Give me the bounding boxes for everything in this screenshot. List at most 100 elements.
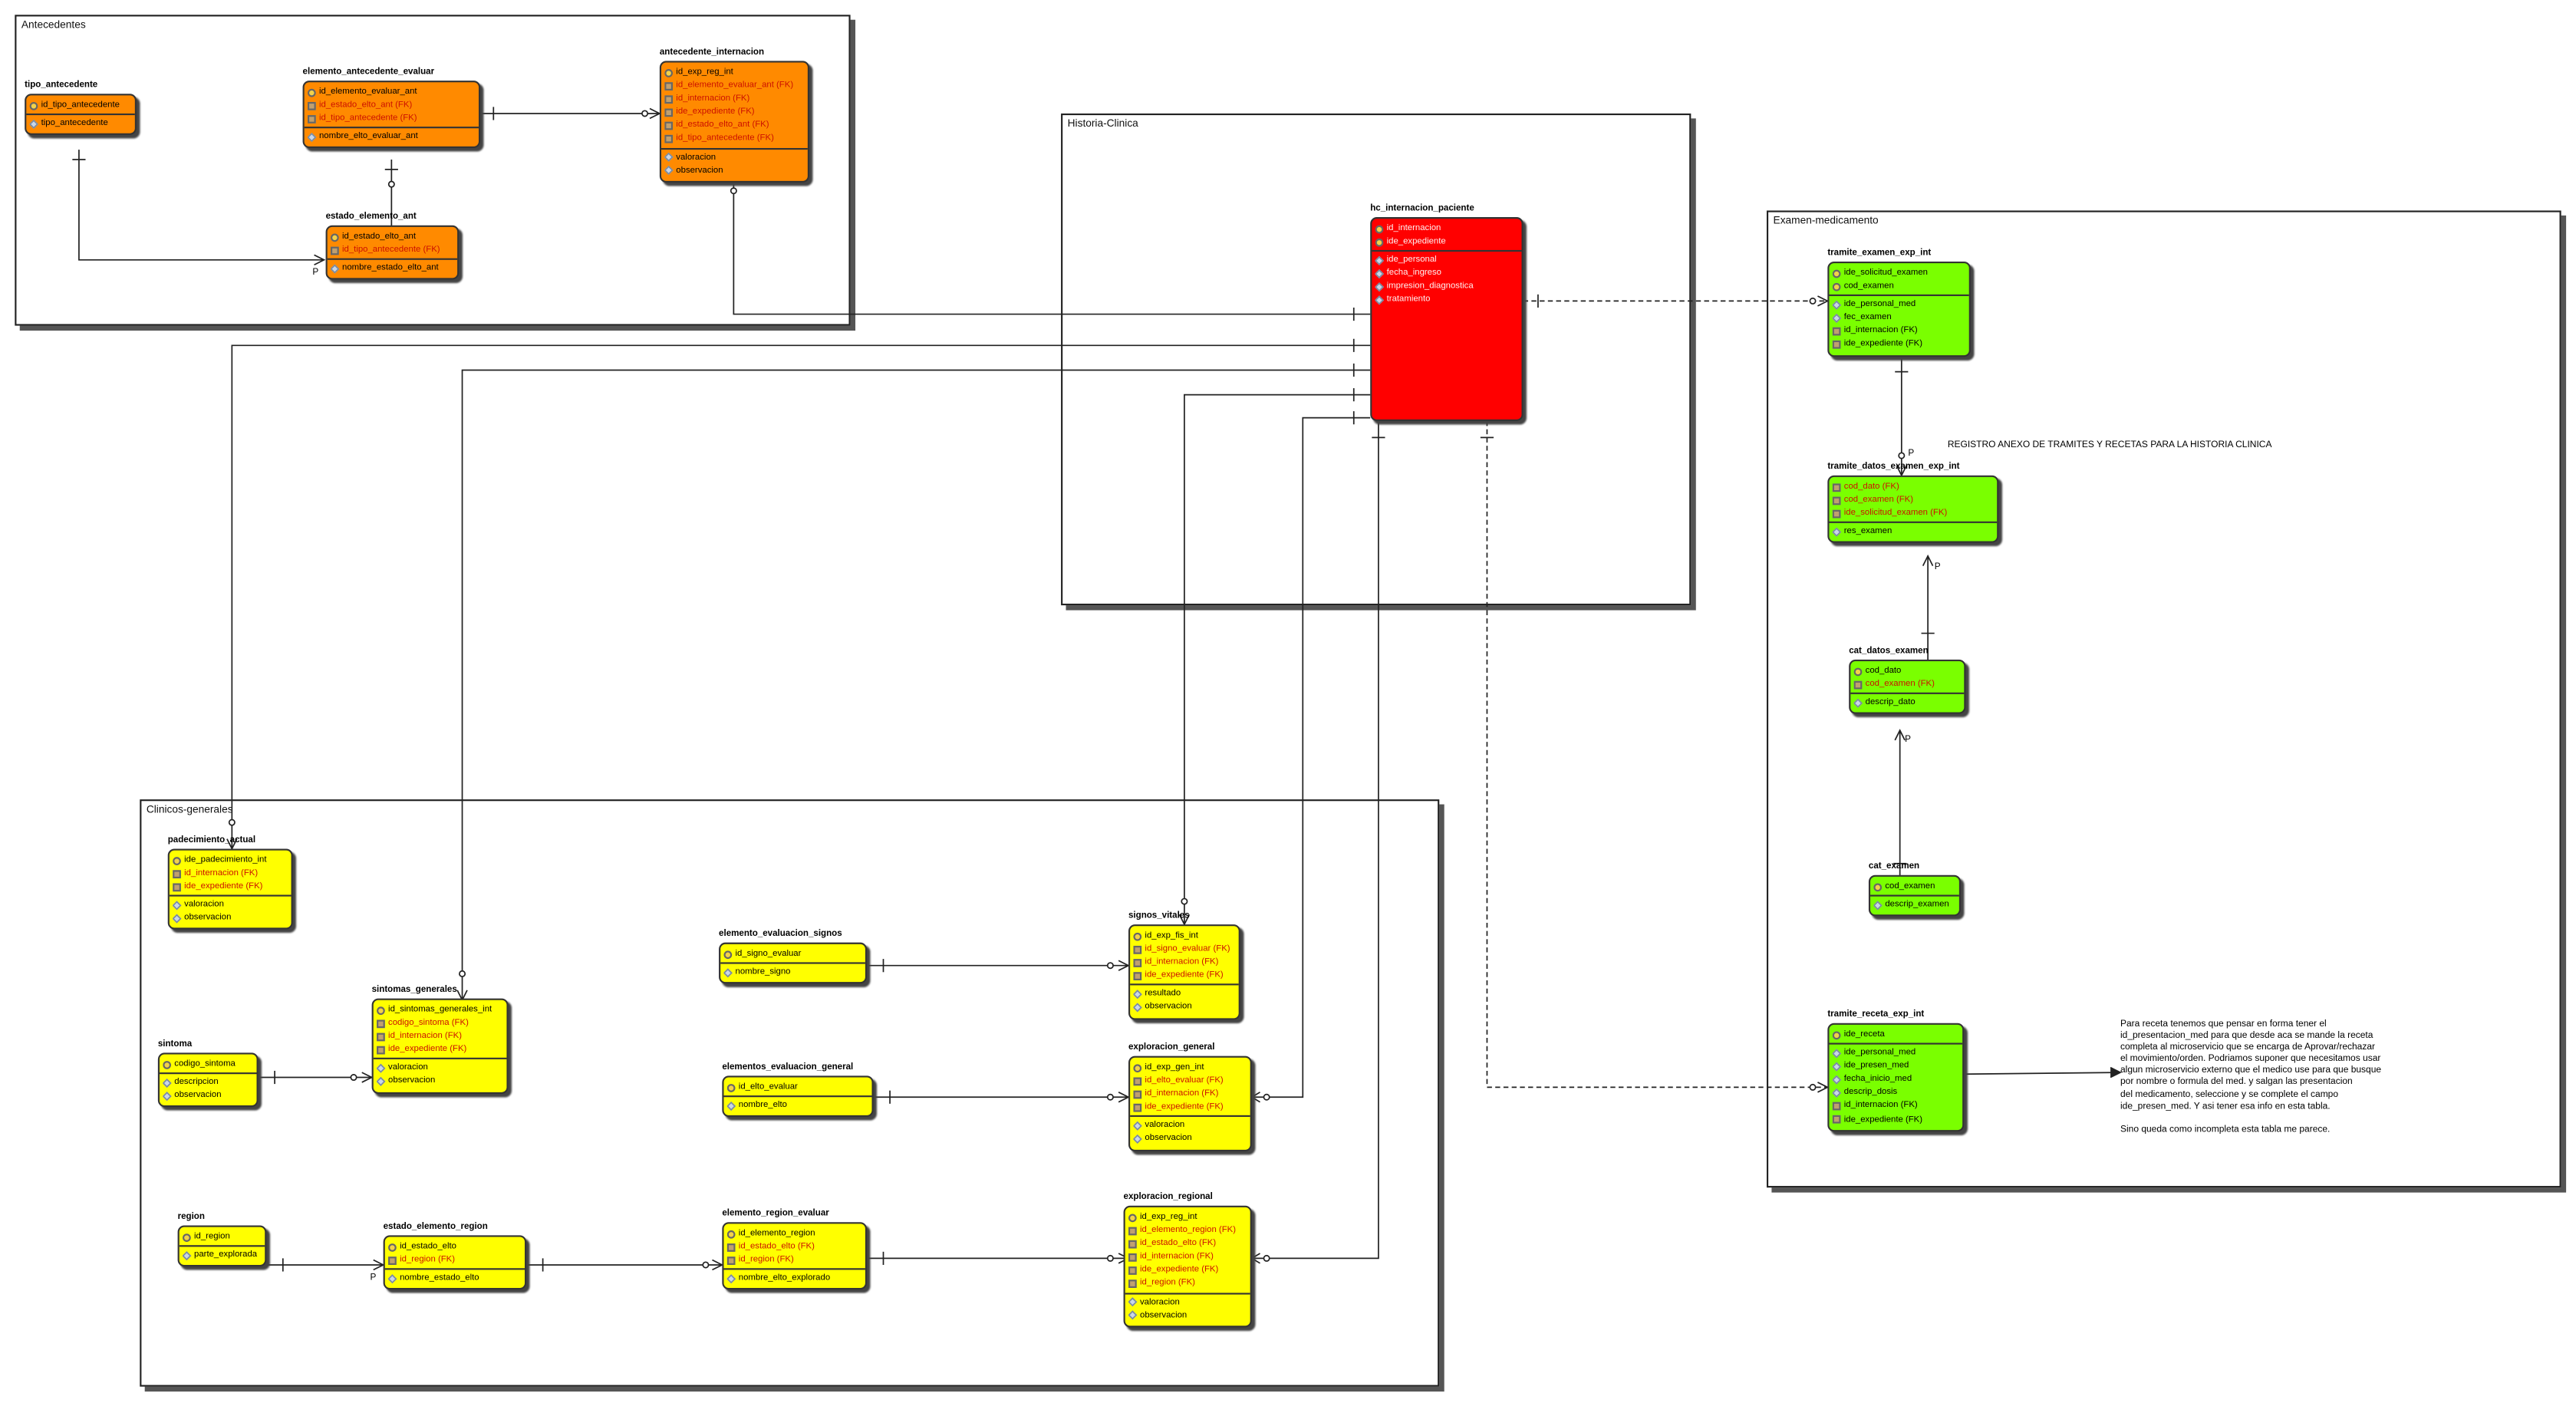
key-icon	[1873, 882, 1883, 891]
entity-attribute: tratamiento	[1375, 294, 1519, 307]
entity-attribute: descrip_dosis	[1832, 1086, 1959, 1099]
attribute-section: tipo_antecedente	[26, 114, 135, 132]
entity-attribute: id_internacion (FK)	[664, 92, 804, 105]
key-icon	[163, 1060, 172, 1069]
note-line: ide_presen_med. Y asi tener esa info en …	[2120, 1101, 2331, 1112]
entity-box: id_sintomas_generales_int codigo_sintoma …	[371, 998, 509, 1094]
attribute-label: impresion_diagnostica	[1386, 282, 1474, 292]
attribute-label: tipo_antecedente	[41, 118, 108, 129]
column-icon	[377, 1063, 386, 1073]
attribute-label: id_exp_fis_int	[1145, 930, 1198, 941]
note-line: Sino queda como incompleta esta tabla me…	[2120, 1125, 2331, 1135]
attribute-label: fecha_inicio_med	[1843, 1074, 1912, 1085]
attribute-label: codigo_sintoma (FK)	[388, 1018, 469, 1029]
entity-attribute: nombre_elto	[726, 1099, 868, 1112]
attribute-label: observacion	[676, 165, 723, 176]
entity-attribute: id_elemento_evaluar_ant (FK)	[664, 79, 804, 92]
key-icon	[1832, 268, 1841, 278]
foreign-key-icon	[1832, 327, 1841, 336]
foreign-key-icon	[664, 108, 674, 117]
entity-name: sintomas_generales	[371, 985, 457, 996]
column-icon	[1832, 1075, 1842, 1085]
entity-name: elementos_evaluacion_general	[722, 1062, 854, 1073]
attribute-label: id_region (FK)	[738, 1255, 794, 1266]
attribute-label: ide_expediente (FK)	[676, 107, 755, 117]
attribute-label: id_elemento_region	[738, 1228, 815, 1239]
entity-name: estado_elemento_region	[383, 1222, 488, 1233]
entity-box: cod_dato (FK)cod_examen (FK)ide_solicitu…	[1827, 475, 1999, 544]
note-registro-anexo: REGISTRO ANEXO DE TRAMITES Y RECETAS PAR…	[1947, 440, 2272, 451]
column-icon	[723, 967, 733, 977]
attribute-section: res_examen	[1829, 522, 1998, 540]
entity-sintomas-generales[interactable]: sintomas_generales id_sintomas_generales_…	[371, 985, 509, 1094]
key-icon	[173, 856, 181, 865]
entity-attribute: cod_examen	[1832, 280, 1966, 293]
attribute-section: descrip_dato	[1850, 693, 1965, 711]
foreign-key-icon	[1128, 1266, 1137, 1275]
entity-attribute: cod_dato (FK)	[1832, 480, 1994, 493]
area-title: Historia-Clinica	[1067, 118, 1138, 130]
attribute-label: valoracion	[184, 900, 224, 911]
entity-box: id_signo_evaluar nombre_signo	[719, 942, 868, 984]
entity-name: hc_internacion_paciente	[1370, 203, 1474, 214]
attribute-label: id_estado_elto (FK)	[1139, 1239, 1217, 1249]
entity-attribute: parte_explorada	[183, 1249, 262, 1262]
foreign-key-icon	[664, 94, 674, 104]
column-icon	[1133, 989, 1142, 1000]
entity-elemento-region-evaluar[interactable]: elemento_region_evaluar id_elemento_regio…	[722, 1209, 868, 1290]
primary-key-section: id_signo_evaluar	[720, 946, 865, 963]
note-line: algun microservicio externo que el medic…	[2120, 1066, 2382, 1077]
column-icon	[1375, 268, 1385, 278]
foreign-key-icon	[331, 245, 339, 255]
attribute-label: nombre_estado_elto_ant	[342, 263, 439, 274]
key-icon	[1853, 667, 1863, 676]
attribute-section: nombre_elto	[723, 1095, 872, 1114]
entity-attribute: resultado	[1133, 987, 1235, 1000]
attribute-section: nombre_estado_elto	[384, 1268, 525, 1287]
entity-attribute: valoracion	[1133, 1119, 1247, 1132]
attribute-label: id_estado_elto_ant (FK)	[318, 100, 413, 110]
attribute-label: fec_examen	[1843, 313, 1892, 323]
entity-name: elemento_region_evaluar	[722, 1209, 829, 1219]
entity-attribute: id_estado_elto_ant	[331, 230, 454, 243]
entity-attribute: observacion	[1128, 1309, 1247, 1322]
attribute-section: nombre_signo	[720, 962, 865, 981]
attribute-label: ide_expediente (FK)	[388, 1045, 467, 1056]
entity-attribute: ide_expediente (FK)	[173, 881, 288, 894]
attribute-label: parte_explorada	[194, 1250, 258, 1260]
attribute-label: id_sintomas_generales_int	[388, 1005, 492, 1016]
attribute-label: id_estado_elto_ant (FK)	[676, 120, 769, 131]
attribute-label: id_region (FK)	[1139, 1279, 1195, 1289]
entity-attribute: codigo_sintoma	[163, 1058, 253, 1071]
entity-attribute: id_region	[183, 1230, 262, 1243]
entity-attribute: nombre_signo	[723, 966, 861, 979]
attribute-label: observacion	[1145, 1002, 1192, 1013]
